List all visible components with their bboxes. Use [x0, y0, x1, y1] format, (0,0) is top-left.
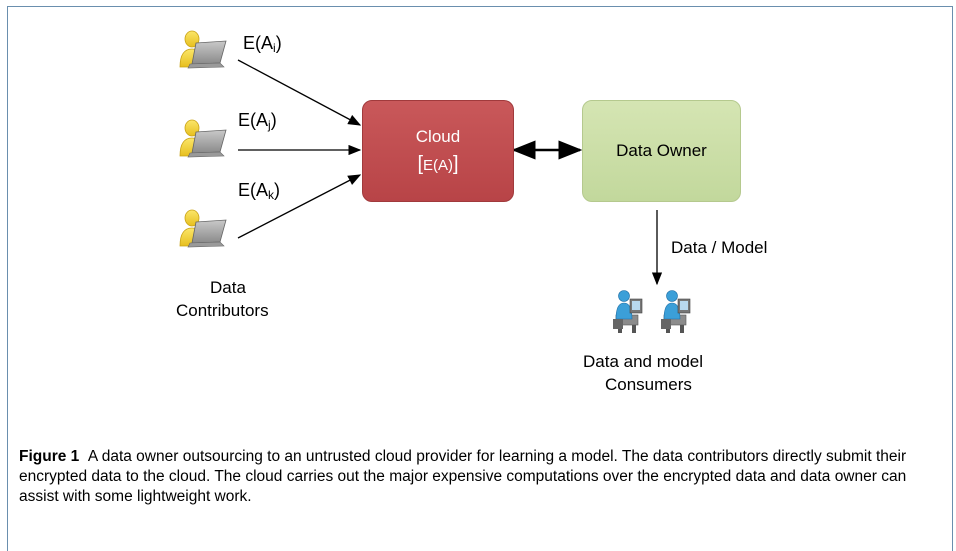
consumer-icon-2 — [660, 290, 691, 334]
arrow-contributor-1 — [237, 59, 362, 126]
caption-label: Figure 1 — [19, 448, 80, 465]
contributor-icon-3 — [179, 209, 227, 248]
edge-label-data-model: Data / Model — [671, 238, 768, 257]
arrow-contributor-3 — [237, 174, 362, 239]
contributor-icon-1 — [179, 30, 227, 69]
cloud-content: [E(A)] — [417, 152, 459, 175]
consumers-label-line2: Consumers — [605, 375, 692, 394]
cloud-box: Cloud [E(A)] — [362, 100, 514, 202]
data-owner-title: Data Owner — [616, 141, 707, 160]
consumer-icon-1 — [612, 290, 643, 334]
cloud-title: Cloud — [415, 126, 461, 146]
contributor-label-2: E(Aj) — [238, 110, 277, 132]
contributor-label-1: E(Ai) — [243, 33, 282, 55]
contributors-group-label-line2: Contributors — [176, 301, 269, 320]
figure-frame — [7, 6, 953, 551]
figure-caption: Figure 1 A data owner outsourcing to an … — [19, 447, 939, 507]
contributors-group-label-line1: Data — [210, 278, 246, 297]
data-owner-box: Data Owner — [582, 100, 741, 202]
caption-text: A data owner outsourcing to an untrusted… — [19, 448, 907, 505]
diagram-canvas — [179, 30, 691, 334]
contributor-label-3: E(Ak) — [238, 180, 281, 202]
contributor-icon-2 — [179, 119, 227, 158]
consumers-label-line1: Data and model — [583, 352, 704, 371]
